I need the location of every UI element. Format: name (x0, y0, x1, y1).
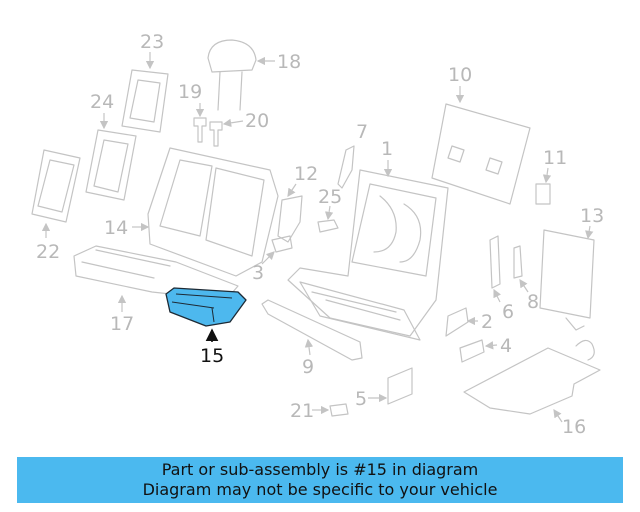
footer-banner: Part or sub-assembly is #15 in diagram D… (17, 457, 623, 503)
callout-19: 19 (178, 81, 202, 103)
callout-7: 7 (356, 121, 368, 143)
callout-20: 20 (245, 110, 269, 132)
callout-2: 2 (481, 311, 493, 333)
parts-diagram: 23 18 19 20 24 22 14 (31, 31, 604, 438)
callout-24: 24 (90, 91, 114, 113)
part-2-bracket: 2 (445, 307, 493, 337)
callout-5: 5 (355, 388, 367, 410)
part-14-seatback-cover: 14 (104, 147, 279, 277)
part-16-floor-mat: 16 (463, 339, 601, 438)
callout-11: 11 (543, 147, 567, 169)
part-21-clip: 21 (290, 400, 349, 422)
part-22-trim-panel: 22 (31, 149, 81, 263)
part-4-bracket: 4 (459, 335, 512, 363)
callout-10: 10 (448, 64, 472, 86)
callout-25: 25 (318, 186, 342, 208)
part-5-plate: 5 (355, 367, 413, 410)
callout-21: 21 (290, 400, 314, 422)
callout-17: 17 (110, 313, 134, 335)
part-25-clip: 25 (317, 186, 342, 233)
part-8-rail: 8 (513, 245, 539, 313)
callout-12: 12 (294, 163, 318, 185)
callout-14: 14 (104, 217, 128, 239)
part-20-guide: 20 (209, 110, 269, 147)
callout-9: 9 (302, 356, 314, 378)
part-10-back-board: 10 (431, 64, 531, 205)
callout-22: 22 (36, 241, 60, 263)
part-3-bracket: 3 (252, 235, 293, 284)
callout-8: 8 (527, 291, 539, 313)
callout-13: 13 (580, 205, 604, 227)
part-24-back-panel: 24 (85, 91, 137, 201)
part-11-latch: 11 (535, 147, 567, 205)
callout-15: 15 (200, 345, 224, 367)
part-15-highlighted-cushion: 15 (165, 287, 247, 367)
callout-16: 16 (562, 416, 586, 438)
part-23-panel: 23 (121, 31, 169, 133)
footer-line-2: Diagram may not be specific to your vehi… (142, 480, 498, 499)
part-19-guide: 19 (178, 81, 207, 143)
part-12-hinge: 12 (277, 163, 318, 243)
callout-3: 3 (252, 262, 264, 284)
part-13-side-panel: 13 (539, 205, 604, 331)
part-7-rod: 7 (337, 121, 368, 189)
callout-18: 18 (277, 51, 301, 73)
part-9-long-rail: 9 (261, 299, 363, 378)
callout-4: 4 (500, 335, 512, 357)
callout-6: 6 (502, 301, 514, 323)
callout-1: 1 (381, 138, 393, 160)
part-1-seat-frame: 1 (287, 138, 449, 341)
footer-line-1: Part or sub-assembly is #15 in diagram (161, 460, 479, 479)
callout-23: 23 (140, 31, 164, 53)
part-18-headrest: 18 (207, 39, 301, 111)
part-6-rail: 6 (489, 235, 514, 323)
